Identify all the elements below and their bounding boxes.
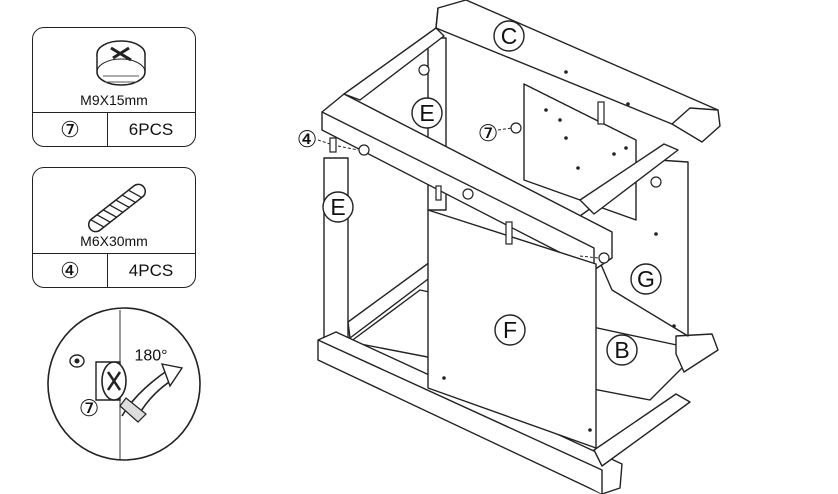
- hardware-ref: ⑦: [60, 117, 80, 142]
- hardware-ref: ④: [60, 258, 80, 283]
- hardware-qty: 4PCS: [128, 261, 174, 280]
- hardware-panel-cam-lock: M9X15mm ⑦ 6PCS: [32, 27, 196, 147]
- hardware-size: M6X30mm: [80, 233, 148, 249]
- hardware-panel-dowel: M6X30mm ④ 4PCS: [32, 167, 196, 288]
- part-label-e-front: E: [330, 194, 345, 220]
- rotation-angle: 180°: [134, 348, 167, 365]
- cam-lock-detail: 180° ⑦: [47, 307, 201, 461]
- hardware-callout-dowel: ④: [297, 126, 318, 152]
- part-label-b: B: [614, 337, 629, 363]
- hardware-row: ⑦ 6PCS: [33, 112, 195, 146]
- cam-lock-icon: [96, 40, 146, 86]
- hardware-size: M9X15mm: [80, 92, 148, 108]
- part-label-e-back: E: [419, 100, 434, 126]
- dowel-icon: [87, 183, 147, 233]
- part-label-c: C: [501, 23, 518, 49]
- hardware-callout-cam: ⑦: [478, 120, 499, 146]
- part-label-f: F: [503, 317, 517, 343]
- hardware-row: ④ 4PCS: [33, 253, 195, 287]
- part-label-g: G: [637, 266, 655, 292]
- detail-ref: ⑦: [79, 395, 100, 421]
- hardware-qty: 6PCS: [128, 120, 174, 139]
